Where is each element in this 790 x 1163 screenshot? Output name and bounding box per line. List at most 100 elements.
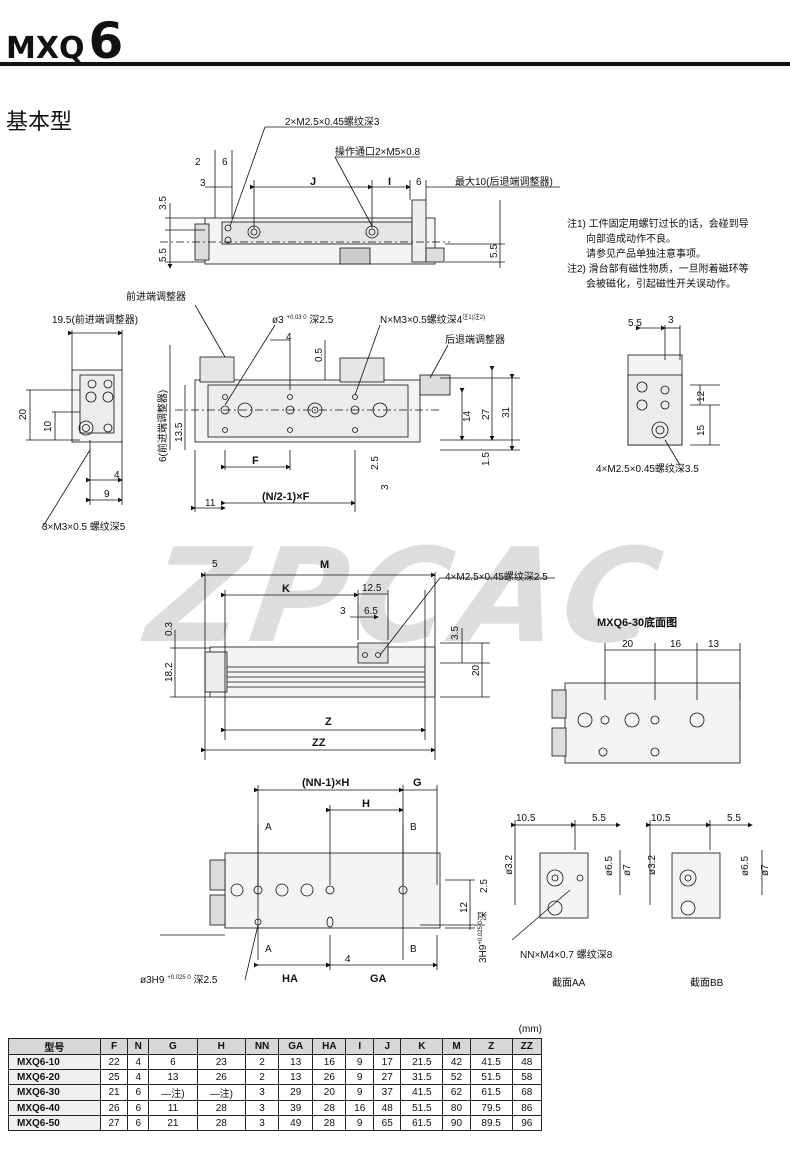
dim-4b-main: 4 — [345, 954, 351, 965]
table-cell: 9 — [345, 1069, 374, 1085]
table-cell: 62 — [442, 1084, 471, 1101]
table-cell: 41.5 — [469, 1054, 513, 1070]
header-divider — [0, 62, 790, 66]
section-aa-label: 截面AA — [552, 976, 586, 989]
table-cell: 27 — [372, 1069, 402, 1085]
table-cell: 49 — [278, 1115, 314, 1131]
note-line: 注2) 滑台部有磁性物质，一旦附着磁环等 — [567, 264, 749, 275]
table-cell: 9 — [345, 1115, 374, 1131]
table-cell: 48 — [372, 1100, 402, 1116]
sec-aa-phi3-2: ø3.2 — [504, 855, 515, 875]
dim-6: 6 — [222, 157, 228, 168]
table-cell: 2 — [244, 1069, 280, 1085]
table-cell: 11 — [148, 1100, 198, 1116]
dim-ZZ: ZZ — [312, 737, 326, 749]
spec-table: 型号 F N G H NN GA HA I J K M Z ZZ MXQ6-10… — [8, 1038, 542, 1131]
table-cell: 6 — [127, 1084, 150, 1101]
table-cell: 41.5 — [400, 1084, 444, 1101]
dim-12-5: 12.5 — [362, 583, 382, 594]
table-cell: 3 — [244, 1115, 280, 1131]
col-header: K — [400, 1038, 444, 1055]
dim-2-5b: 2.5 — [479, 879, 490, 893]
sec-aa-phi6-5: ø6.5 — [604, 856, 615, 876]
col-header: N — [127, 1038, 150, 1055]
col-header: 型号 — [8, 1038, 101, 1055]
bottom-view-main — [160, 785, 485, 981]
dim-H: H — [362, 798, 370, 810]
header-model-prefix: MXQ — [6, 31, 85, 66]
dim-12: 12 — [696, 390, 707, 402]
table-cell: 61.5 — [469, 1084, 513, 1101]
table-header-row: 型号 F N G H NN GA HA I J K M Z ZZ — [8, 1038, 542, 1055]
technical-drawing: 2×M2.5×0.45螺纹深3 操作通口2×M5×0.8 最大10(后退端调整器… — [18, 115, 771, 989]
section-mark-A-top: A — [265, 822, 272, 833]
dim-I: I — [388, 176, 391, 188]
dim-4: 4 — [286, 332, 292, 343]
dim-HA: HA — [282, 973, 298, 985]
table-cell: 3 — [244, 1100, 280, 1116]
section-bb-label: 截面BB — [690, 976, 724, 989]
table-cell: 42 — [442, 1054, 471, 1070]
table-cell: 16 — [345, 1100, 374, 1116]
dim-20b: 20 — [622, 639, 634, 650]
dim-4b: 4 — [114, 470, 120, 481]
sec-bb-phi3-2: ø3.2 — [647, 855, 658, 875]
dim-NN-H: (NN-1)×H — [302, 777, 349, 789]
col-header: G — [148, 1038, 198, 1055]
dim-3f: 3 — [340, 606, 346, 617]
callout-3H9: 3H9+0.025 0深 — [477, 911, 489, 963]
table-cell: 51.5 — [400, 1100, 444, 1116]
sec-bb-phi7: ø7 — [760, 864, 771, 876]
dim-Z: Z — [325, 716, 332, 728]
dim-M: M — [320, 559, 329, 571]
table-cell: 22 — [99, 1054, 129, 1070]
end-view-right — [627, 325, 720, 466]
side-view-main — [169, 304, 520, 512]
table-cell: 26 — [312, 1069, 347, 1085]
table-cell-model: MXQ6-40 — [8, 1100, 101, 1116]
table-cell: 28 — [312, 1100, 347, 1116]
dim-9: 9 — [104, 489, 110, 500]
note-line: 请参见产品单独注意事项。 — [586, 249, 706, 260]
table-cell: 4 — [127, 1069, 150, 1085]
dim-5-5-left: 5.5 — [158, 248, 169, 262]
callout-max-adjuster: 最大10(后退端调整器) — [455, 175, 553, 188]
dim-6-front: 6(前进端调整器) — [156, 390, 169, 462]
dim-3-5f: 3.5 — [450, 626, 461, 640]
table-cell: 17 — [372, 1054, 402, 1070]
callout-front-adjuster: 前进端调整器 — [126, 290, 186, 303]
dim-0-5: 0.5 — [314, 348, 325, 362]
dim-1-5: 1.5 — [481, 452, 492, 466]
table-cell: 2 — [244, 1054, 280, 1070]
table-cell: 21 — [148, 1115, 198, 1131]
table-cell: 16 — [312, 1054, 347, 1070]
callout-m2-5: 4×M2.5×0.45螺纹深3.5 — [596, 462, 699, 475]
col-header: ZZ — [511, 1038, 542, 1055]
table-cell: 28 — [196, 1115, 246, 1131]
table-cell: 6 — [127, 1100, 150, 1116]
dim-5: 5 — [212, 559, 218, 570]
table-cell: 28 — [312, 1115, 347, 1131]
col-header: M — [442, 1038, 471, 1055]
dim-16: 16 — [670, 639, 682, 650]
table-cell-model: MXQ6-10 — [8, 1054, 101, 1070]
section-mark-B-bottom: B — [410, 944, 417, 955]
callout-phi3H9: ø3H9 +0.025 0 深2.5 — [140, 971, 218, 986]
table-cell: 68 — [511, 1084, 542, 1101]
table-cell: 21 — [99, 1084, 129, 1101]
end-view-left — [26, 330, 123, 529]
dim-11: 11 — [205, 498, 216, 509]
table-cell: 39 — [278, 1100, 314, 1116]
notes-block: 注1) 工件固定用螺钉过长的话，会碰到导 向部造成动作不良。 请参见产品单独注意… — [567, 217, 787, 292]
col-header: H — [196, 1038, 246, 1055]
table-cell: 31.5 — [400, 1069, 444, 1085]
dim-3-vert: 3 — [380, 484, 391, 490]
table-cell: 13 — [148, 1069, 198, 1085]
table-cell: —注) — [148, 1084, 198, 1101]
bottom-view-title: MXQ6-30底面图 — [597, 615, 677, 629]
